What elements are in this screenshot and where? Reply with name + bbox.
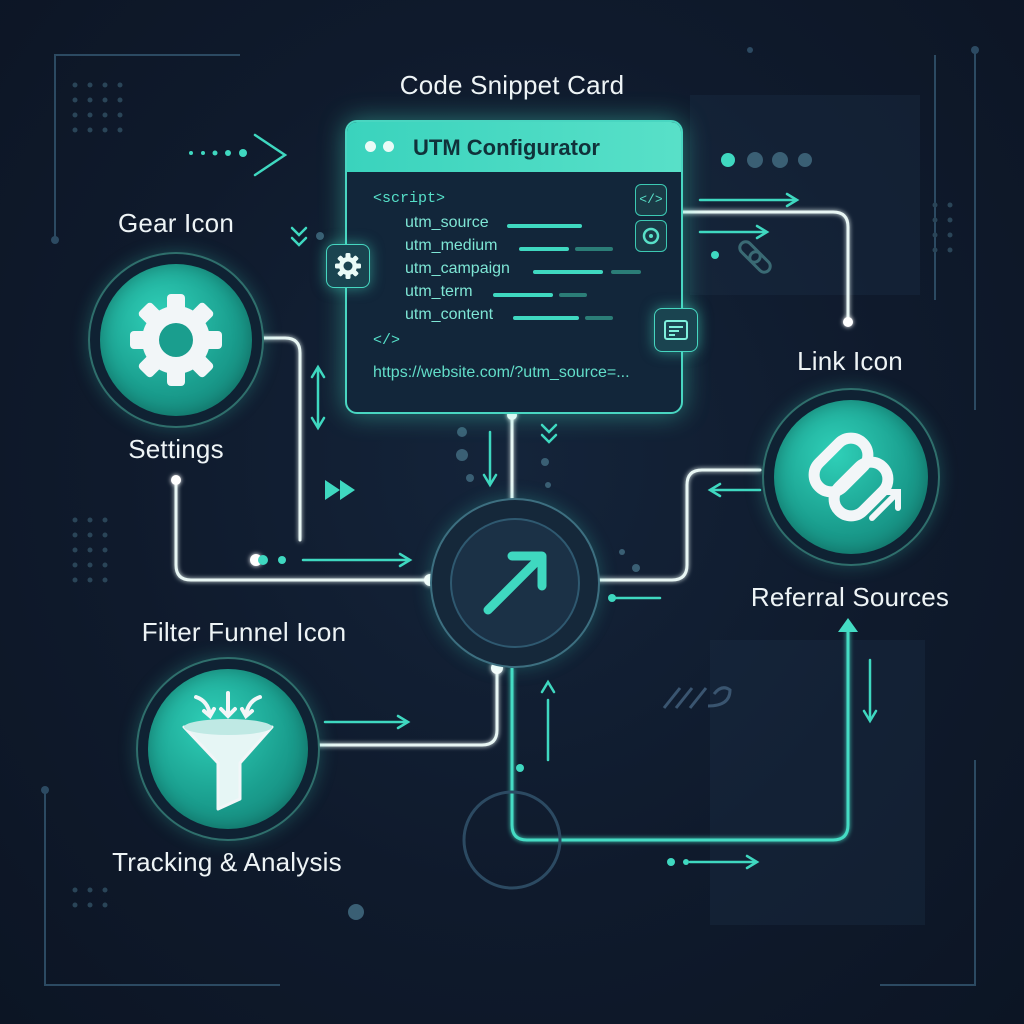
code-snippet-card-label: Code Snippet Card — [399, 70, 625, 100]
tracking-analysis-label: Tracking & Analysis — [112, 847, 342, 877]
param-bar — [513, 316, 579, 320]
list-icon — [664, 320, 688, 340]
link-node[interactable] — [762, 388, 940, 566]
filter-node[interactable] — [136, 657, 320, 841]
gear-icon-label: Gear Icon — [118, 208, 234, 238]
param-bar — [559, 293, 587, 297]
gear-node[interactable] — [88, 252, 264, 428]
center-node[interactable] — [430, 498, 600, 668]
settings-small-icon-glyph — [642, 227, 660, 245]
param-bar — [611, 270, 641, 274]
param-bar — [493, 293, 553, 297]
settings-label: Settings — [128, 434, 224, 464]
script-open-tag: <script> — [373, 190, 446, 207]
window-dot — [365, 141, 376, 152]
param-utm-term: utm_term — [405, 283, 473, 300]
param-utm-campaign: utm_campaign — [405, 260, 510, 277]
card-header: UTM Configurator — [347, 122, 681, 172]
utm-url: https://website.com/?utm_source=... — [373, 364, 630, 381]
gear-icon — [130, 294, 222, 386]
window-dot — [383, 141, 394, 152]
param-bar — [519, 247, 569, 251]
link-icon — [808, 432, 901, 522]
param-bar — [533, 270, 603, 274]
param-utm-medium: utm_medium — [405, 237, 498, 254]
code-snippet-card[interactable]: UTM Configurator <script> utm_source utm… — [345, 120, 683, 414]
link-icon-label: Link Icon — [797, 346, 903, 376]
gear-icon — [335, 253, 361, 279]
param-bar — [507, 224, 582, 228]
arrow-up-right-icon — [483, 551, 547, 615]
card-list-chip[interactable] — [654, 308, 698, 352]
param-bar — [585, 316, 613, 320]
filter-funnel-icon-label: Filter Funnel Icon — [141, 617, 347, 647]
card-title: UTM Configurator — [413, 135, 600, 160]
script-close-tag: </> — [373, 332, 401, 349]
filter-funnel-icon — [182, 691, 274, 811]
param-utm-content: utm_content — [405, 306, 494, 323]
referral-sources-label: Referral Sources — [750, 582, 950, 612]
param-utm-source: utm_source — [405, 214, 489, 231]
card-gear-chip[interactable] — [326, 244, 370, 288]
param-bar — [575, 247, 613, 251]
code-icon[interactable]: </> — [635, 184, 667, 216]
settings-small-icon[interactable] — [635, 220, 667, 252]
